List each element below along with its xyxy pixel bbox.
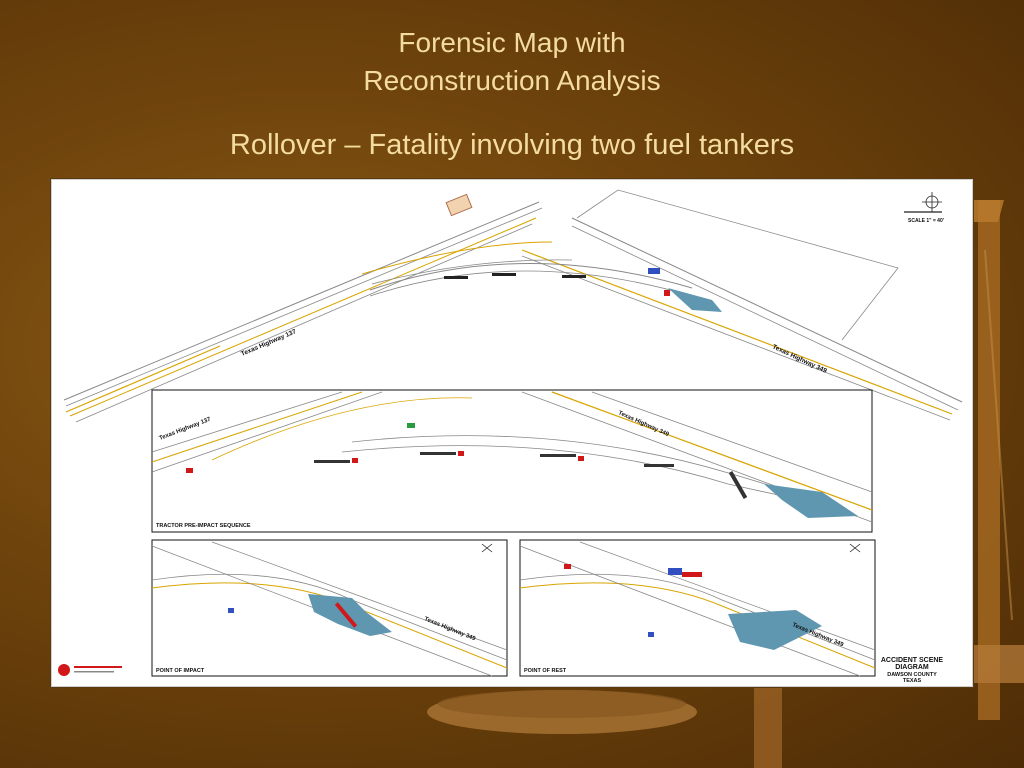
vehicle-marker xyxy=(562,275,586,278)
slide-subtitle: Rollover – Fatality involving two fuel t… xyxy=(229,129,795,161)
impact-caption: POINT OF IMPACT xyxy=(156,668,205,674)
north-arrow-icon xyxy=(849,543,861,553)
vehicle-marker xyxy=(492,273,516,276)
legend-line2: DIAGRAM xyxy=(895,664,929,671)
sequence-caption: TRACTOR PRE-IMPACT SEQUENCE xyxy=(156,523,251,529)
tanker-spill-area xyxy=(308,594,392,636)
vehicle-marker xyxy=(420,452,456,455)
road-label-hwy349: Texas Highway 349 xyxy=(771,343,828,374)
sign-marker xyxy=(228,608,234,613)
point-of-rest-map: Texas Highway 349 POINT OF REST xyxy=(519,539,876,677)
legend-line4: TEXAS xyxy=(903,678,922,684)
vehicle-marker xyxy=(334,602,358,628)
sign-marker xyxy=(186,468,193,473)
road-label-hwy137: Texas Highway 137 xyxy=(240,328,298,358)
forensic-map-panel: SCALE 1" = 40' Texas Highway 137 Texas H… xyxy=(51,179,973,687)
north-arrow-icon xyxy=(481,543,493,553)
field-sketch-box xyxy=(445,193,473,217)
vehicle-marker xyxy=(728,471,748,499)
scale-label: SCALE 1" = 40' xyxy=(908,218,944,224)
diagram-legend: ACCIDENT SCENE DIAGRAM DAWSON COUNTY TEX… xyxy=(881,657,944,684)
vehicle-marker xyxy=(540,454,576,457)
tanker-spill-area xyxy=(764,484,858,518)
north-arrow-icon xyxy=(904,192,942,213)
vehicle-marker xyxy=(352,458,358,463)
vehicle-marker xyxy=(648,268,660,274)
point-of-impact-map: Texas Highway 349 POINT OF IMPACT xyxy=(151,539,508,677)
sign-marker xyxy=(648,632,654,637)
overview-map: SCALE 1" = 40' Texas Highway 137 Texas H… xyxy=(63,189,963,423)
sign-marker xyxy=(564,564,571,569)
company-logo-icon xyxy=(58,664,122,676)
legend-line3: DAWSON COUNTY xyxy=(887,672,937,678)
tanker-spill-area xyxy=(668,288,722,312)
vehicle-marker xyxy=(682,572,702,577)
rest-caption: POINT OF REST xyxy=(524,668,567,674)
vehicle-marker xyxy=(444,276,468,279)
vehicle-marker xyxy=(578,456,584,461)
legend-line1: ACCIDENT SCENE xyxy=(881,657,944,664)
tanker-spill-area xyxy=(728,610,822,650)
vehicle-marker xyxy=(664,290,670,296)
slide-title-line2: Reconstruction Analysis xyxy=(363,65,661,96)
vehicle-marker xyxy=(644,464,674,467)
vehicle-marker xyxy=(314,460,350,463)
slide-title-line1: Forensic Map with xyxy=(398,27,626,58)
pre-impact-sequence-map: Texas Highway 137 Texas Highway 349 TRAC… xyxy=(151,389,873,533)
vehicle-marker xyxy=(458,451,464,456)
sign-marker xyxy=(407,423,415,428)
vehicle-marker xyxy=(668,568,682,575)
